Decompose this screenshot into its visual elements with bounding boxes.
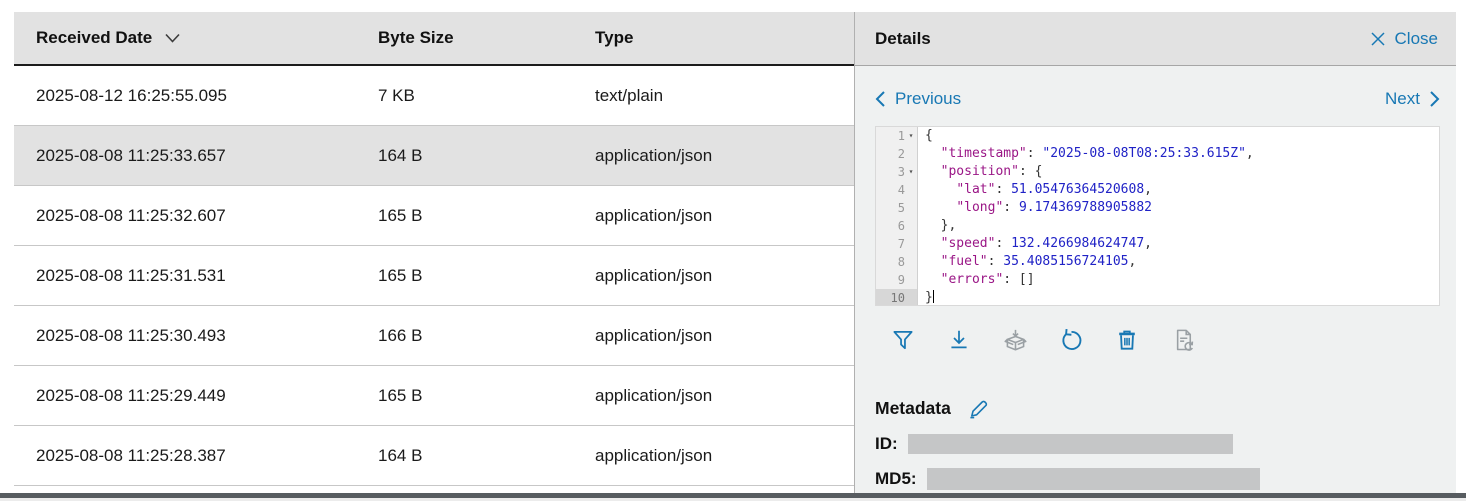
metadata-id-value-redacted (907, 434, 1233, 454)
bottom-bar (0, 493, 1466, 498)
editor-gutter: 1▾ 2 3▾ 4 5 6 7 8 9 10 (876, 127, 918, 305)
delete-icon[interactable] (1111, 324, 1143, 356)
table-header: Received Date Byte Size Type (14, 12, 854, 66)
type-cell: application/json (595, 385, 713, 405)
byte-size-cell: 165 B (378, 205, 423, 225)
received-date-cell: 2025-08-08 11:25:28.387 (36, 445, 226, 465)
fold-toggle-icon[interactable]: ▾ (908, 131, 914, 140)
details-body: Previous Next 1▾ 2 3▾ 4 5 6 7 8 9 10 { "timestamp… (855, 66, 1456, 493)
code-line[interactable]: { (925, 128, 933, 143)
code-line[interactable]: "position": { (940, 164, 1043, 179)
table-row[interactable]: 2025-08-08 11:25:32.607 165 B application/… (14, 186, 854, 246)
line-number: 10 (876, 289, 917, 305)
code-line[interactable]: }, (925, 218, 957, 233)
code-line[interactable]: "speed": 132.4266984624747, (940, 236, 1152, 251)
table-row[interactable]: 2025-08-08 11:25:33.657 164 B application/… (14, 126, 854, 186)
line-number: 1▾ (876, 127, 917, 145)
column-header-byte-size[interactable]: Byte Size (378, 28, 595, 48)
download-icon[interactable] (943, 324, 975, 356)
table-row[interactable]: 2025-08-08 11:25:29.449 165 B application/… (14, 366, 854, 426)
fold-toggle-icon[interactable]: ▾ (908, 167, 914, 176)
messages-table: Received Date Byte Size Type 2025-08-12 … (14, 12, 854, 493)
column-header-type[interactable]: Type (595, 28, 854, 48)
line-number: 3▾ (876, 163, 917, 181)
received-date-cell: 2025-08-08 11:25:32.607 (36, 205, 226, 225)
code-line[interactable]: } (925, 290, 934, 305)
byte-size-cell: 166 B (378, 325, 423, 345)
next-label: Next (1385, 89, 1420, 108)
column-header-received-date[interactable]: Received Date (14, 28, 378, 48)
metadata-section-header: Metadata (875, 396, 1440, 420)
code-line[interactable]: "long": 9.174369788905882 (956, 200, 1152, 215)
received-date-cell: 2025-08-12 16:25:55.095 (36, 85, 227, 105)
type-cell: application/json (595, 265, 713, 285)
byte-size-cell: 7 KB (378, 85, 415, 105)
received-date-cell: 2025-08-08 11:25:31.531 (36, 265, 226, 285)
record-navigation: Previous Next (875, 86, 1440, 112)
metadata-md5-label: MD5: (875, 469, 917, 488)
received-date-cell: 2025-08-08 11:25:30.493 (36, 325, 226, 345)
metadata-md5-value-redacted (926, 468, 1260, 490)
editor-code[interactable]: { "timestamp": "2025-08-08T08:25:33.615Z… (918, 127, 1439, 305)
message-actions-toolbar (887, 324, 1440, 356)
code-line[interactable]: "errors": [] (940, 272, 1035, 287)
metadata-title: Metadata (875, 397, 951, 418)
json-editor[interactable]: 1▾ 2 3▾ 4 5 6 7 8 9 10 { "timestamp": "2025-08-08… (875, 126, 1440, 306)
line-number: 7 (897, 237, 905, 251)
refresh-icon[interactable] (1055, 324, 1087, 356)
table-row[interactable]: 2025-08-08 11:25:28.387 164 B application/… (14, 426, 854, 486)
details-header: Details Close (855, 12, 1456, 66)
text-cursor (932, 290, 934, 303)
next-button[interactable]: Next (1385, 89, 1440, 109)
previous-label: Previous (895, 89, 962, 108)
byte-size-cell: 164 B (378, 445, 423, 465)
package-icon[interactable] (999, 324, 1031, 356)
code-line[interactable]: "lat": 51.05476364520608, (956, 182, 1152, 197)
line-number: 9 (897, 273, 905, 287)
previous-button[interactable]: Previous (875, 89, 961, 109)
metadata-id-label: ID: (875, 434, 898, 453)
type-cell: text/plain (595, 85, 664, 105)
pencil-icon[interactable] (967, 396, 991, 420)
table-row[interactable]: 2025-08-12 16:25:55.095 7 KB text/plain (14, 66, 854, 126)
chevron-right-icon (1429, 90, 1440, 108)
bottom-edge (0, 498, 1466, 501)
line-number: 5 (897, 201, 905, 215)
received-date-cell: 2025-08-08 11:25:29.449 (36, 385, 226, 405)
byte-size-cell: 165 B (378, 265, 423, 285)
details-panel: Details Close Previous (854, 12, 1456, 493)
close-icon (1370, 31, 1386, 47)
type-cell: application/json (595, 445, 713, 465)
received-date-cell: 2025-08-08 11:25:33.657 (36, 145, 226, 165)
line-number: 4 (897, 183, 905, 197)
type-cell: application/json (595, 325, 713, 345)
column-label: Received Date (36, 28, 153, 47)
column-label: Byte Size (378, 28, 454, 47)
table-row[interactable]: 2025-08-08 11:25:31.531 165 B application/… (14, 246, 854, 306)
close-button[interactable]: Close (1370, 29, 1438, 49)
line-number: 6 (897, 219, 905, 233)
line-number: 8 (897, 255, 905, 269)
byte-size-cell: 164 B (378, 145, 423, 165)
reprocess-file-icon[interactable] (1167, 324, 1199, 356)
code-line[interactable]: "fuel": 35.4085156724105, (940, 254, 1137, 269)
metadata-field-id: ID: (875, 433, 1440, 455)
metadata-field-md5: MD5: (875, 468, 1440, 490)
details-title: Details (875, 28, 931, 48)
column-label: Type (595, 28, 634, 47)
chevron-left-icon (875, 90, 886, 108)
byte-size-cell: 165 B (378, 385, 423, 405)
table-row[interactable]: 2025-08-08 11:25:30.493 166 B application/… (14, 306, 854, 366)
filter-icon[interactable] (887, 324, 919, 356)
line-number: 2 (897, 147, 905, 161)
type-cell: application/json (595, 205, 713, 225)
type-cell: application/json (595, 145, 713, 165)
close-label: Close (1394, 28, 1438, 48)
code-line[interactable]: "timestamp": "2025-08-08T08:25:33.615Z", (940, 146, 1254, 161)
chevron-down-icon[interactable] (164, 32, 181, 44)
